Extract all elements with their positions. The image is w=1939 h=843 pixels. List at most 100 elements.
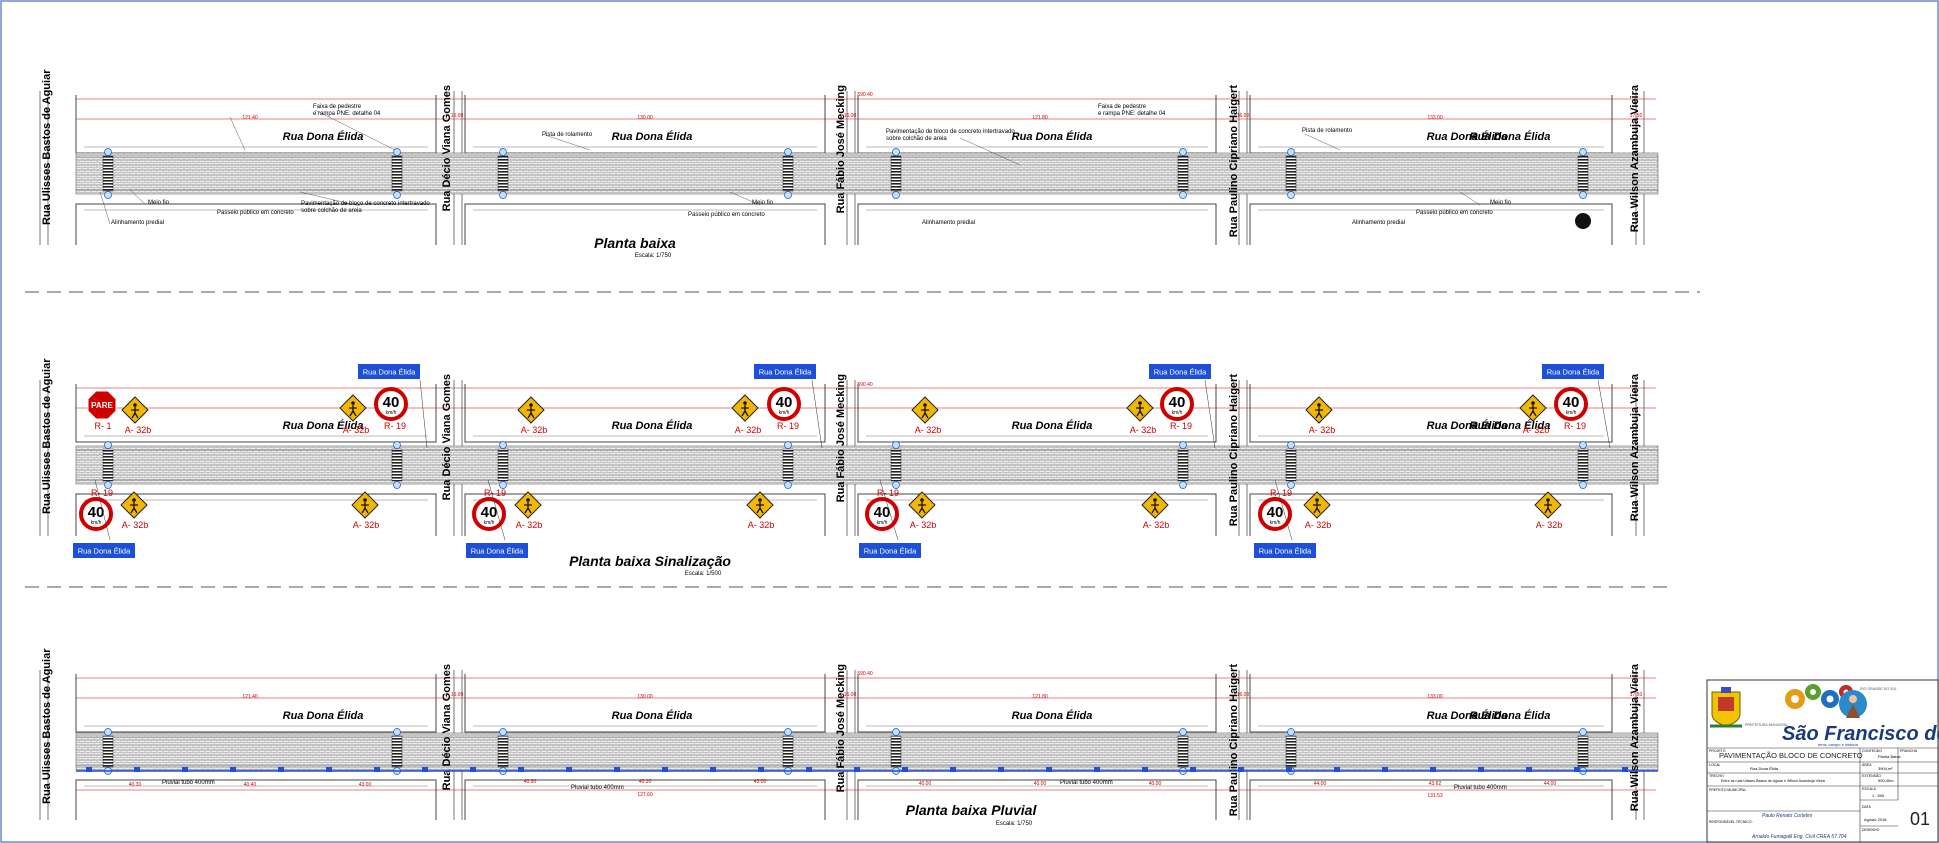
tb-conteudo: Planta Baixa bbox=[1878, 754, 1901, 759]
blue-sign-bottom-3-text: Rua Dona Élida bbox=[864, 547, 917, 556]
ramp-marker bbox=[784, 441, 792, 449]
ped-code-bottom-4: A- 32b bbox=[748, 520, 775, 530]
pedestrian-sign-bottom-3-head bbox=[526, 498, 530, 502]
street-label-4: Rua Dona Élida bbox=[1427, 419, 1508, 432]
plan1-note-faixa2-a: Faixa de pedestre bbox=[1098, 104, 1147, 110]
speed-sign-bottom-1 bbox=[79, 497, 113, 531]
pedestrian-sign-top-8-figure bbox=[1529, 405, 1537, 417]
blue-sign-top-1 bbox=[358, 364, 420, 379]
block-bottom-4 bbox=[1249, 203, 1613, 245]
pedestrian-sign-bottom-2-figure bbox=[361, 502, 369, 514]
ramp-marker bbox=[499, 148, 507, 156]
storm-inlet bbox=[1382, 767, 1388, 772]
ramp-marker bbox=[499, 728, 507, 736]
cross-street-label-2: Rua Décio Viana Gomes bbox=[441, 374, 453, 500]
pedestrian-sign-bottom-8-figure bbox=[1544, 502, 1552, 514]
speed-code-bottom-2: R- 19 bbox=[484, 488, 506, 498]
pedestrian-sign-top-2-figure bbox=[349, 405, 357, 417]
ramp-marker bbox=[393, 728, 401, 736]
ped-code-bottom-6: A- 32b bbox=[1143, 520, 1170, 530]
tb-trecho: Entre as ruas Ulisses Bastos de Aguiar e… bbox=[1721, 779, 1825, 783]
crosswalk bbox=[890, 155, 902, 192]
block-bottom-2 bbox=[464, 779, 826, 820]
ped-code-bottom-8: A- 32b bbox=[1536, 520, 1563, 530]
pedestrian-sign-bottom-1-head bbox=[132, 498, 136, 502]
speed-sign-top-3-unit: km/h bbox=[1172, 410, 1183, 416]
plan3-title: Planta baixa Pluvial bbox=[906, 802, 1038, 818]
block-top-1 bbox=[75, 95, 437, 154]
plan3-dim-p10: 44.00 bbox=[1314, 781, 1327, 787]
ramp-marker bbox=[104, 148, 112, 156]
speed-sign-bottom-4-unit: km/h bbox=[1270, 520, 1281, 526]
pedestrian-sign-top-7-figure bbox=[1315, 407, 1323, 419]
crosswalk bbox=[1285, 155, 1297, 192]
storm-inlet bbox=[662, 767, 668, 772]
plan3-scale: Escala: 1/750 bbox=[996, 821, 1033, 827]
street-label-5: Rua Dona Élida bbox=[1470, 709, 1551, 722]
cross-street-label-5: Rua Wilson Azambuja Vieira bbox=[1629, 373, 1641, 521]
tb-prancha: 01 bbox=[1910, 809, 1930, 829]
block-top-4 bbox=[1249, 95, 1613, 154]
speed-code-bottom-1: R- 19 bbox=[91, 488, 113, 498]
block-top-2 bbox=[464, 674, 826, 733]
crosswalk bbox=[391, 155, 403, 192]
plan3-dim-p9: 40.00 bbox=[1149, 781, 1162, 787]
storm-inlet bbox=[1430, 767, 1436, 772]
plan1-scale: Escala: 1/750 bbox=[635, 253, 672, 259]
block-top-2 bbox=[464, 384, 826, 443]
plan3-dim-p2: 40.40 bbox=[244, 782, 257, 788]
ramp-marker bbox=[1287, 728, 1295, 736]
plan1-note-pista-1: Pista de rolamento bbox=[542, 132, 593, 138]
plan3-pluvial-4: Pluvial tubo 400mm bbox=[1454, 785, 1507, 791]
leader-line bbox=[959, 137, 1021, 166]
pedestrian-sign-top-4-head bbox=[743, 401, 747, 405]
tb-label-projeto: PROJETO bbox=[1709, 749, 1726, 753]
ped-code-bottom-5: A- 32b bbox=[910, 520, 937, 530]
ramp-marker bbox=[499, 191, 507, 199]
street-label-1: Rua Dona Élida bbox=[283, 130, 364, 143]
plan3-pluvial-1: Pluvial tubo 400mm bbox=[162, 780, 215, 786]
plan3-pluvial-2: Pluvial tubo 400mm bbox=[571, 785, 624, 791]
plan1-dim-seg2: 130.00 bbox=[637, 115, 653, 121]
ped-code-top-2: A- 32b bbox=[343, 425, 370, 435]
ramp-marker bbox=[784, 191, 792, 199]
crosswalk bbox=[102, 448, 114, 482]
speed-sign-top-2 bbox=[767, 387, 801, 421]
pedestrian-sign-top-5-head bbox=[923, 403, 927, 407]
storm-inlet bbox=[758, 767, 764, 772]
plan1-dim-w2: 16.00 bbox=[844, 113, 857, 119]
speed-sign-top-3 bbox=[1160, 387, 1194, 421]
plan3-dim-p4: 40.30 bbox=[524, 779, 537, 785]
saint-figure-icon bbox=[1839, 690, 1867, 718]
gears-logo-icon bbox=[1785, 684, 1853, 709]
block-bottom-3 bbox=[857, 493, 1217, 536]
pedestrian-sign-top-3-head bbox=[529, 403, 533, 407]
storm-inlet bbox=[998, 767, 1004, 772]
pedestrian-sign-top-1-figure bbox=[131, 407, 139, 419]
blue-sign-bottom-1 bbox=[73, 543, 135, 558]
storm-inlet bbox=[710, 767, 716, 772]
storm-inlet bbox=[1238, 767, 1244, 772]
sign-leader bbox=[1274, 479, 1293, 541]
plan3-dim-p7: 40.00 bbox=[919, 781, 932, 787]
cross-street-label-3: Rua Fábio José Mecking bbox=[835, 374, 847, 502]
crosswalk bbox=[890, 735, 902, 768]
pedestrian-sign-bottom-8-head bbox=[1546, 498, 1550, 502]
speed-sign-top-4-value: 40 bbox=[1563, 394, 1580, 411]
pedestrian-sign-top-6-figure bbox=[1136, 405, 1144, 417]
tb-resp-name: Arnaldo Fumagalli Eng. Civil CREA 57.704 bbox=[1751, 834, 1847, 840]
blue-sign-bottom-2 bbox=[466, 543, 528, 558]
ramp-marker bbox=[393, 148, 401, 156]
plan1-note-faixa-a: Faixa de pedestre bbox=[313, 104, 362, 110]
plan1-dim-seg3: 121.80 bbox=[1032, 115, 1048, 121]
cross-street-label-2: Rua Décio Viana Gomes bbox=[441, 664, 453, 790]
cross-street-label-1: Rua Ulisses Bastos de Aguiar bbox=[41, 69, 53, 225]
blue-sign-top-2-text: Rua Dona Élida bbox=[759, 368, 812, 377]
blue-sign-top-4 bbox=[1542, 364, 1604, 379]
paved-roadway bbox=[75, 152, 1659, 195]
cross-street-label-4: Rua Paulino Cipriano Haigert bbox=[1228, 85, 1240, 238]
storm-inlet bbox=[1142, 767, 1148, 772]
cross-street-label-3: Rua Fábio José Mecking bbox=[835, 85, 847, 213]
tb-project: PAVIMENTAÇÃO BLOCO DE CONCRETO bbox=[1719, 751, 1863, 760]
